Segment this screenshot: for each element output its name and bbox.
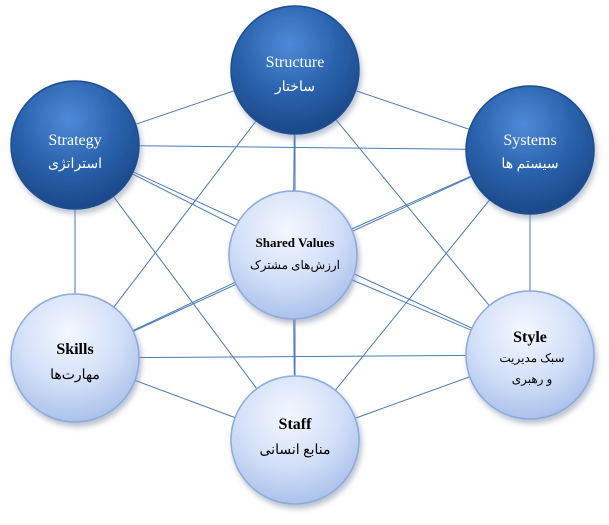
node-shared-values-title: Shared Values <box>256 235 335 250</box>
connector-line <box>74 354 531 359</box>
node-structure-title: Structure <box>266 54 325 71</box>
node-skills-circle <box>10 293 140 423</box>
node-structure-circle <box>230 5 360 135</box>
node-shared-values: Shared Values ارزش‌های مشترک <box>228 190 358 320</box>
node-structure: Structure ساختار <box>230 5 360 135</box>
node-staff-subtitle: منابع انسانی <box>260 443 331 458</box>
node-strategy-title: Strategy <box>48 132 101 149</box>
node-style-subtitle-line2: و رهبری <box>512 372 553 386</box>
node-style: Style سبک مدیریت و رهبری <box>465 290 595 420</box>
node-systems: Systems سیستم ها <box>465 85 595 215</box>
node-structure-subtitle: ساختار <box>274 80 315 95</box>
node-staff-title: Staff <box>279 416 313 433</box>
node-shared-values-subtitle: ارزش‌های مشترک <box>250 258 340 272</box>
node-skills-subtitle: مهارت‌ها <box>50 368 100 383</box>
node-shared-values-circle <box>228 190 358 320</box>
node-style-subtitle-line1: سبک مدیریت <box>499 351 564 365</box>
node-style-title: Style <box>513 329 547 346</box>
node-staff: Staff منابع انسانی <box>230 375 360 505</box>
node-strategy: Strategy استراتژی <box>10 80 140 210</box>
connector-line <box>74 144 531 151</box>
node-staff-circle <box>230 375 360 505</box>
node-skills-title: Skills <box>56 341 93 358</box>
node-style-circle <box>465 290 595 420</box>
node-systems-circle <box>465 85 595 215</box>
node-strategy-circle <box>10 80 140 210</box>
node-skills: Skills مهارت‌ها <box>10 293 140 423</box>
node-systems-title: Systems <box>503 132 556 149</box>
node-systems-subtitle: سیستم ها <box>501 157 558 172</box>
node-strategy-subtitle: استراتژی <box>48 157 102 172</box>
